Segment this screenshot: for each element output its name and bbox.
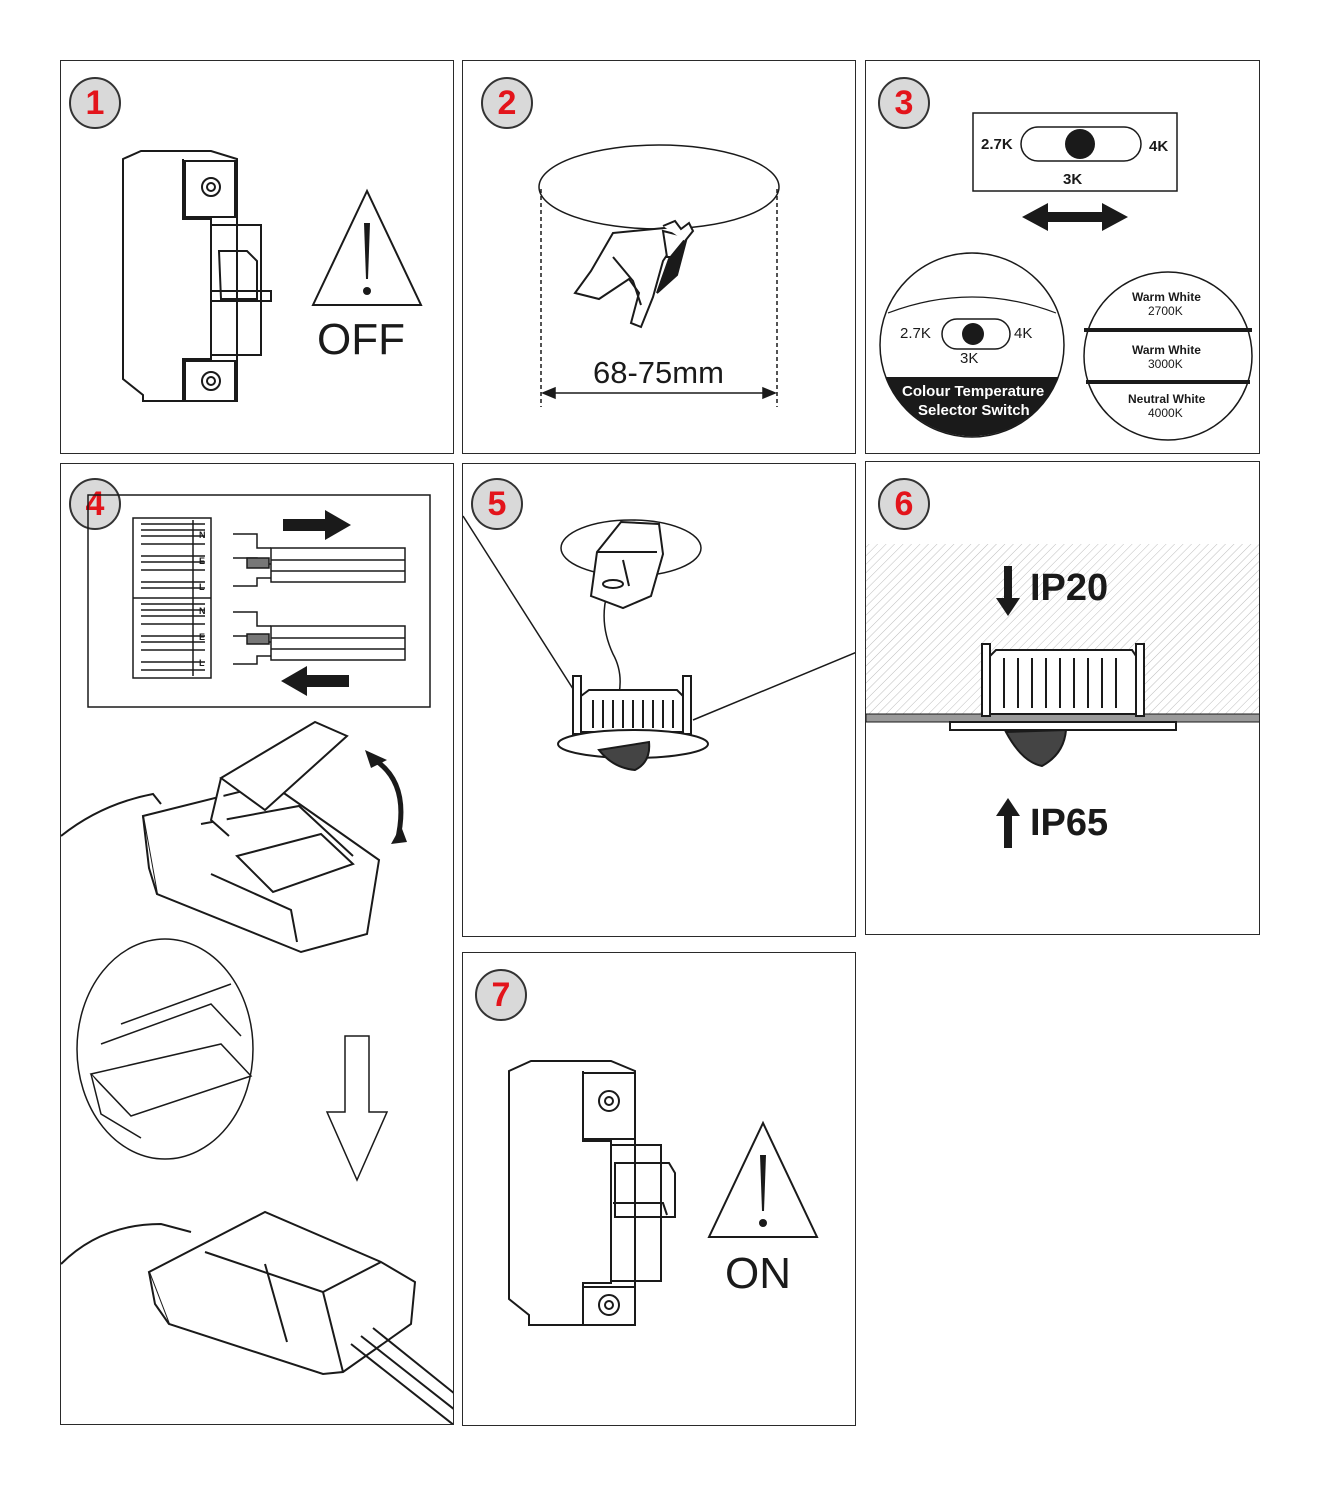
ip-rating-illustration [866, 544, 1259, 848]
step-number: 6 [894, 485, 914, 523]
circuit-breaker-icon [508, 1060, 676, 1326]
step-6-badge: 6 [878, 478, 930, 530]
circuit-breaker-on-illustration [508, 1060, 819, 1326]
cutout-dimension-label: 68-75mm [593, 355, 724, 390]
terminal-label-e2: E [199, 632, 206, 642]
on-label: ON [725, 1249, 791, 1298]
step-number: 7 [491, 976, 511, 1014]
driver-box [589, 520, 665, 610]
mode-2-kelvin: 3000K [1148, 357, 1183, 371]
dimension-arrow [541, 386, 777, 400]
ceiling-hole [538, 144, 780, 230]
double-arrow-icon [1022, 203, 1128, 231]
terminal-diagram-box [87, 494, 431, 708]
step-1-panel: 1 OFF [60, 60, 454, 454]
install-downlight-illustration [463, 515, 855, 772]
mode-3-kelvin: 4000K [1148, 406, 1183, 420]
mode-1-name: Warm White [1132, 290, 1201, 304]
wiring-illustration [61, 494, 453, 1424]
terminal-label-n2: N [199, 606, 206, 616]
saw-icon [573, 219, 695, 329]
wires-top [233, 533, 406, 587]
step-number: 5 [487, 485, 507, 523]
switch-right-label: 4K [1149, 138, 1169, 155]
warning-triangle-icon [311, 188, 423, 306]
switch-box [972, 112, 1178, 192]
ceiling-board [866, 713, 1259, 723]
selector-left-label: 2.7K [900, 325, 931, 342]
step-4-panel: 4 [60, 463, 454, 1425]
terminal-label-l2: L [199, 658, 205, 668]
step-number: 3 [894, 84, 914, 122]
ip20-label: IP20 [1030, 567, 1109, 609]
selector-closeup [879, 252, 1065, 438]
arrow-down-icon [996, 566, 1020, 616]
step-3-badge: 3 [878, 77, 930, 129]
mode-1-kelvin: 2700K [1148, 304, 1183, 318]
step-7-panel: 7 ON [462, 952, 856, 1426]
terminal-label-l1: L [199, 582, 205, 592]
downlight-fixture [557, 675, 709, 772]
terminal-label-n1: N [199, 530, 206, 540]
arrow-right-icon [283, 510, 351, 540]
step-1-badge: 1 [69, 77, 121, 129]
switch-left-label: 2.7K [981, 136, 1013, 153]
connector-box-open [61, 720, 381, 954]
rotate-arrow-head-bottom [391, 826, 407, 844]
ceiling-cutout-illustration [538, 144, 780, 407]
circuit-breaker-icon [122, 150, 272, 402]
installed-downlight [949, 643, 1177, 768]
selector-caption-line1: Colour Temperature [902, 383, 1045, 400]
off-label: OFF [317, 315, 405, 364]
step-2-badge: 2 [481, 77, 533, 129]
connector-box-closed [61, 1210, 453, 1424]
terminal-closeup [76, 938, 254, 1160]
step-2-panel: 2 68-75mm [462, 60, 856, 454]
down-arrow-icon [325, 1035, 389, 1182]
warning-triangle-icon [707, 1120, 819, 1238]
arrow-up-icon [996, 798, 1020, 848]
switch-center-label: 3K [1063, 171, 1083, 188]
switch-knob [1065, 129, 1095, 159]
rotate-arrow-head-top [365, 750, 387, 768]
mode-2-name: Warm White [1132, 343, 1201, 357]
selector-center-label: 3K [960, 350, 979, 367]
step-number: 2 [497, 84, 517, 122]
step-5-badge: 5 [471, 478, 523, 530]
terminal-label-e1: E [199, 556, 206, 566]
step-3-panel: 3 2.7K 4K 3K 2.7K 4K 3K Colour Temperatu… [865, 60, 1260, 454]
mode-3-name: Neutral White [1128, 392, 1206, 406]
rotate-arrow-icon [373, 757, 404, 843]
mode-disc [1083, 271, 1253, 441]
selector-caption-line2: Selector Switch [918, 402, 1030, 419]
wires-bottom [233, 611, 406, 665]
step-6-panel: 6 IP20 IP65 [865, 461, 1260, 935]
ip65-label: IP65 [1030, 802, 1109, 844]
step-5-panel: 5 [462, 463, 856, 937]
selector-right-label: 4K [1014, 325, 1033, 342]
colour-switch-illustration [879, 112, 1253, 441]
circuit-breaker-off-illustration [122, 150, 423, 402]
step-7-badge: 7 [475, 969, 527, 1021]
step-number: 1 [85, 84, 105, 122]
terminal-block [132, 517, 212, 679]
arrow-left-icon [281, 666, 349, 696]
